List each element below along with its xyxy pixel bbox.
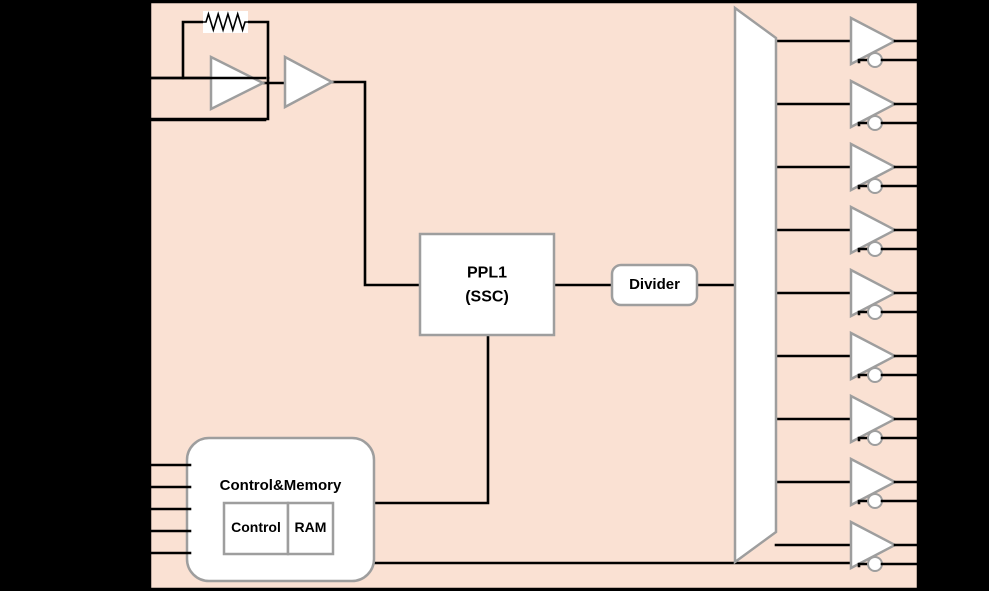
clock-fanout-distribution-block: [733, 5, 778, 565]
block-control: Control: [222, 501, 290, 556]
control-label: Control: [231, 519, 281, 535]
output-comp-stub-7: [857, 436, 870, 442]
pll1-label-line1: PPL1: [467, 265, 507, 282]
inverting-bubble-icon-6: [867, 367, 883, 383]
inverting-bubble-icon-2: [867, 115, 883, 131]
block-ram: RAM: [286, 501, 335, 556]
output-comp-stub-6: [857, 373, 870, 379]
inverting-bubble-icon-1: [867, 52, 883, 68]
inverting-bubble-icon-9: [867, 556, 883, 572]
pll1-body: [418, 232, 556, 337]
output-comp-stub-8: [857, 499, 870, 505]
block-divider: Divider: [610, 263, 699, 307]
block-pll1: PPL1 (SSC): [418, 232, 556, 337]
output-comp-stub-2: [857, 121, 870, 127]
feedback-loop-left: [181, 20, 205, 80]
output-buffer-layer: [849, 15, 920, 572]
amp2-to-pll-wire: [330, 80, 422, 287]
output-comp-stub-5: [857, 310, 870, 316]
resistor-zigzag-icon: [201, 11, 250, 33]
output-comp-stub-4: [857, 247, 870, 253]
pll-to-control-wire: [372, 333, 490, 505]
inverting-bubble-icon-3: [867, 178, 883, 194]
inverting-bubble-icon-4: [867, 241, 883, 257]
inverting-bubble-icon-5: [867, 304, 883, 320]
output-comp-stub-1: [857, 58, 870, 64]
inverting-bubble-icon-7: [867, 430, 883, 446]
ctrlmem-label: Control&Memory: [220, 477, 342, 494]
inverting-bubble-icon-8: [867, 493, 883, 509]
input-buffer-amplifier: [283, 54, 335, 110]
fanout-layer: [733, 5, 778, 565]
output-comp-stub-3: [857, 184, 870, 190]
crystal-oscillator-amplifier: [209, 54, 266, 112]
feedback-loop-right: [246, 20, 270, 80]
pll1-label-line2: (SSC): [465, 289, 509, 306]
pin-layer: [140, 76, 267, 555]
ram-body: [286, 501, 335, 556]
divider-body: [610, 263, 699, 307]
ram-label: RAM: [295, 519, 327, 535]
divider-label: Divider: [629, 276, 680, 293]
amplifier-layer: [209, 54, 335, 112]
output-comp-stub-9: [857, 562, 870, 568]
wire-layer: [148, 11, 862, 565]
